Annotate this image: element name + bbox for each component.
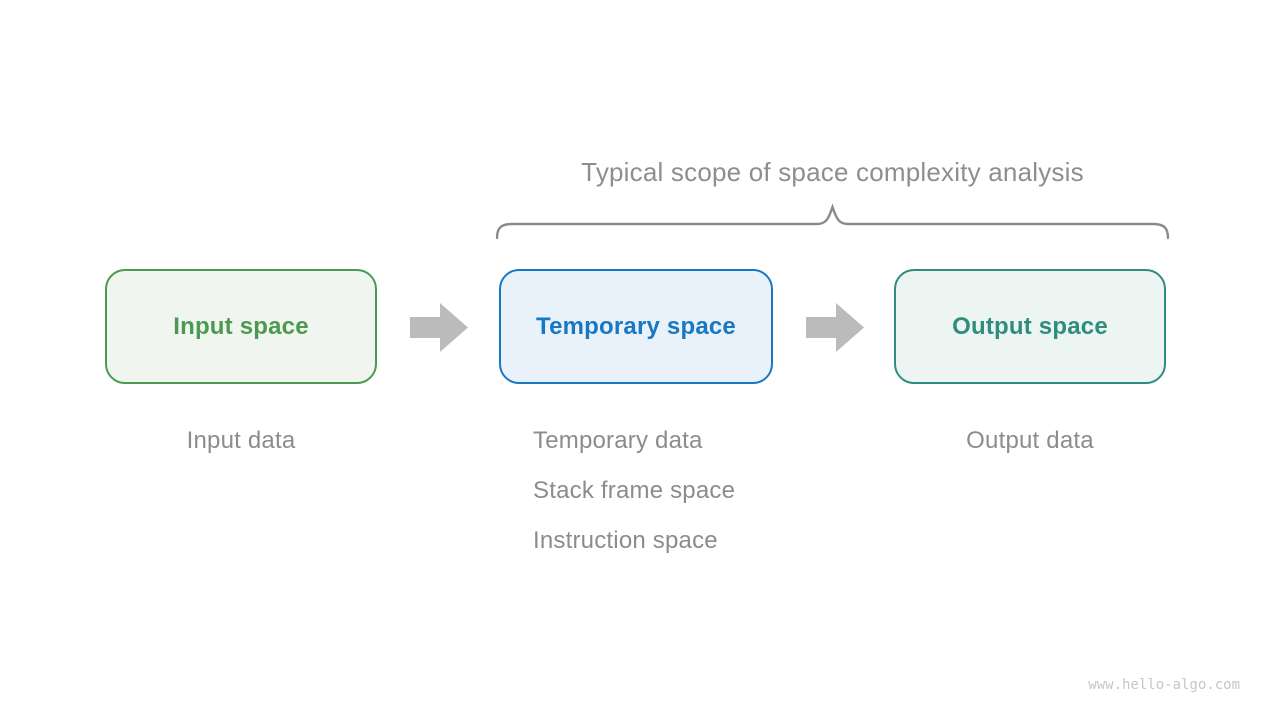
input-space-box: Input space (105, 269, 377, 384)
arrow-right-icon (410, 303, 468, 352)
output-data-label: Output data (966, 427, 1094, 454)
temporary-data-label: Temporary data (533, 427, 703, 454)
diagram-title: Typical scope of space complexity analys… (581, 157, 1084, 187)
output-space-box: Output space (894, 269, 1166, 384)
watermark: www.hello-algo.com (1088, 677, 1240, 693)
output-space-label: Output space (952, 312, 1108, 340)
temporary-space-label: Temporary space (536, 312, 736, 340)
input-space-label: Input space (173, 312, 309, 340)
instruction-space-label: Instruction space (533, 527, 718, 554)
stack-frame-space-label: Stack frame space (533, 477, 736, 504)
curly-brace (495, 203, 1170, 240)
arrow-right-icon (806, 303, 864, 352)
input-data-label: Input data (186, 427, 296, 454)
temporary-data-list: Temporary data Stack frame space Instruc… (533, 427, 735, 577)
temporary-space-box: Temporary space (499, 269, 773, 384)
